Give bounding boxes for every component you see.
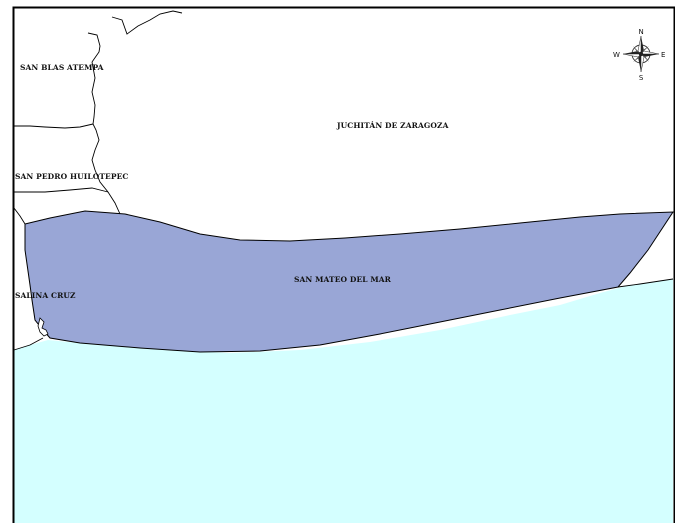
compass-w-label: W xyxy=(613,51,620,59)
municipal-boundaries xyxy=(13,10,674,351)
harbor-detail xyxy=(37,317,49,337)
label-san-pedro-huilotepec: SAN PEDRO HUILOTEPEC xyxy=(15,172,129,181)
label-san-mateo-del-mar: SAN MATEO DEL MAR xyxy=(294,275,392,284)
compass-n-label: N xyxy=(639,28,644,36)
compass-rose: N S E W xyxy=(613,28,665,82)
compass-star-icon xyxy=(622,35,660,73)
label-salina-cruz: SALINA CRUZ xyxy=(15,291,76,300)
compass-e-label: E xyxy=(661,51,665,59)
label-san-blas-atempa: SAN BLAS ATEMPA xyxy=(20,63,104,72)
label-juchitan-de-zaragoza: JUCHITÁN DE ZARAGOZA xyxy=(336,121,449,130)
compass-s-label: S xyxy=(639,74,644,82)
sea-area xyxy=(14,279,673,523)
